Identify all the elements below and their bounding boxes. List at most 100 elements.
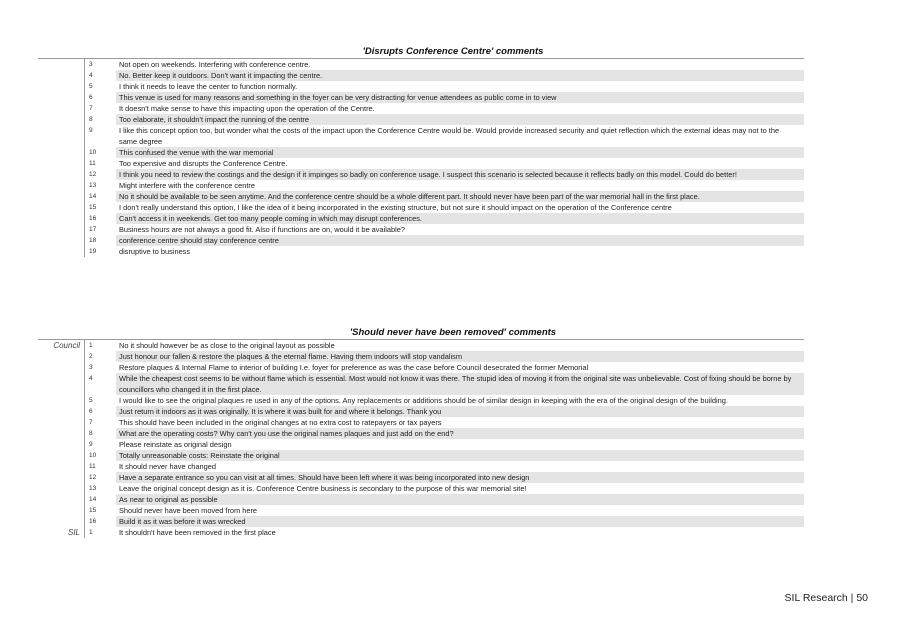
comment-number: 14 — [84, 191, 116, 202]
comment-text: As near to original as possible — [116, 494, 804, 505]
respondent-group — [38, 125, 84, 147]
respondent-group — [38, 461, 84, 472]
comment-text: Restore plaques & Internal Flame to inte… — [119, 363, 589, 372]
respondent-group — [38, 103, 84, 114]
respondent-group — [38, 180, 84, 191]
respondent-group — [38, 417, 84, 428]
respondent-group — [38, 169, 84, 180]
comment-text: This should have been included in the or… — [119, 418, 442, 427]
comment-number: 10 — [84, 147, 116, 158]
comment-number: 3 — [84, 59, 116, 70]
comment-text: Have a separate entrance so you can visi… — [116, 472, 804, 483]
respondent-group — [38, 494, 84, 505]
comment-number: 1 — [84, 527, 116, 538]
comment-number: 8 — [84, 114, 116, 125]
comment-number: 11 — [84, 461, 116, 472]
comment-number: 10 — [84, 450, 116, 461]
respondent-group — [38, 505, 84, 516]
comment-number: 5 — [84, 81, 116, 92]
comment-text: Not open on weekends. Interfering with c… — [119, 60, 311, 69]
comment-text: Might interfere with the conference cent… — [119, 181, 255, 190]
comment-number: 16 — [84, 516, 116, 527]
comment-text: It should never have changed — [119, 462, 216, 471]
respondent-group — [38, 81, 84, 92]
comment-text: This venue is used for many reasons and … — [116, 92, 804, 103]
respondent-group — [38, 483, 84, 494]
comment-text: I think it needs to leave the center to … — [119, 82, 298, 91]
comment-text: I like this concept option too, but wond… — [119, 126, 780, 146]
comment-text: Can't access it in weekends. Get too man… — [116, 213, 804, 224]
comment-number: 17 — [84, 224, 116, 235]
comment-number: 6 — [84, 92, 116, 103]
comment-text: It shouldn't have been removed in the fi… — [119, 528, 276, 537]
page-footer: SIL Research | 50 — [784, 592, 868, 604]
comment-text: Please reinstate as original design — [119, 440, 232, 449]
comment-number: 1 — [84, 340, 116, 351]
respondent-group — [38, 395, 84, 406]
comment-text: What are the operating costs? Why can't … — [116, 428, 804, 439]
respondent-group — [38, 351, 84, 362]
comment-number: 12 — [84, 169, 116, 180]
comment-number: 4 — [84, 373, 116, 395]
comment-number: 14 — [84, 494, 116, 505]
respondent-group — [38, 92, 84, 103]
comment-text: Leave the original concept design as it … — [119, 484, 527, 493]
comment-number: 2 — [84, 351, 116, 362]
comment-number: 11 — [84, 158, 116, 169]
comment-number: 15 — [84, 202, 116, 213]
comment-text: It doesn't make sense to have this impac… — [119, 104, 375, 113]
comment-text: No it should however be as close to the … — [119, 341, 335, 350]
comment-number: 6 — [84, 406, 116, 417]
respondent-group — [38, 428, 84, 439]
comment-number: 4 — [84, 70, 116, 81]
comment-number: 15 — [84, 505, 116, 516]
respondent-group: SIL — [67, 528, 80, 537]
respondent-group — [38, 191, 84, 202]
comment-number: 3 — [84, 362, 116, 373]
respondent-group — [38, 59, 84, 70]
comment-text: conference centre should stay conference… — [116, 235, 804, 246]
comment-number: 13 — [84, 180, 116, 191]
comment-text: Just return it indoors as it was origina… — [116, 406, 804, 417]
respondent-group — [38, 158, 84, 169]
comment-number: 9 — [84, 125, 116, 147]
respondent-group — [38, 70, 84, 81]
respondent-group — [38, 114, 84, 125]
comment-text: Too elaborate, it shouldn't impact the r… — [116, 114, 804, 125]
respondent-group — [38, 450, 84, 461]
comment-text: Build it as it was before it was wrecked — [116, 516, 804, 527]
respondent-group — [38, 406, 84, 417]
comment-text: Business hours are not always a good fit… — [119, 225, 405, 234]
section1-title: 'Disrupts Conference Centre' comments — [362, 46, 544, 57]
comment-number: 19 — [84, 246, 116, 257]
comment-text: I don't really understand this option, I… — [119, 203, 672, 212]
respondent-group — [38, 202, 84, 213]
comment-text: disruptive to business — [119, 247, 191, 256]
comment-text: While the cheapest cost seems to be with… — [116, 373, 804, 395]
